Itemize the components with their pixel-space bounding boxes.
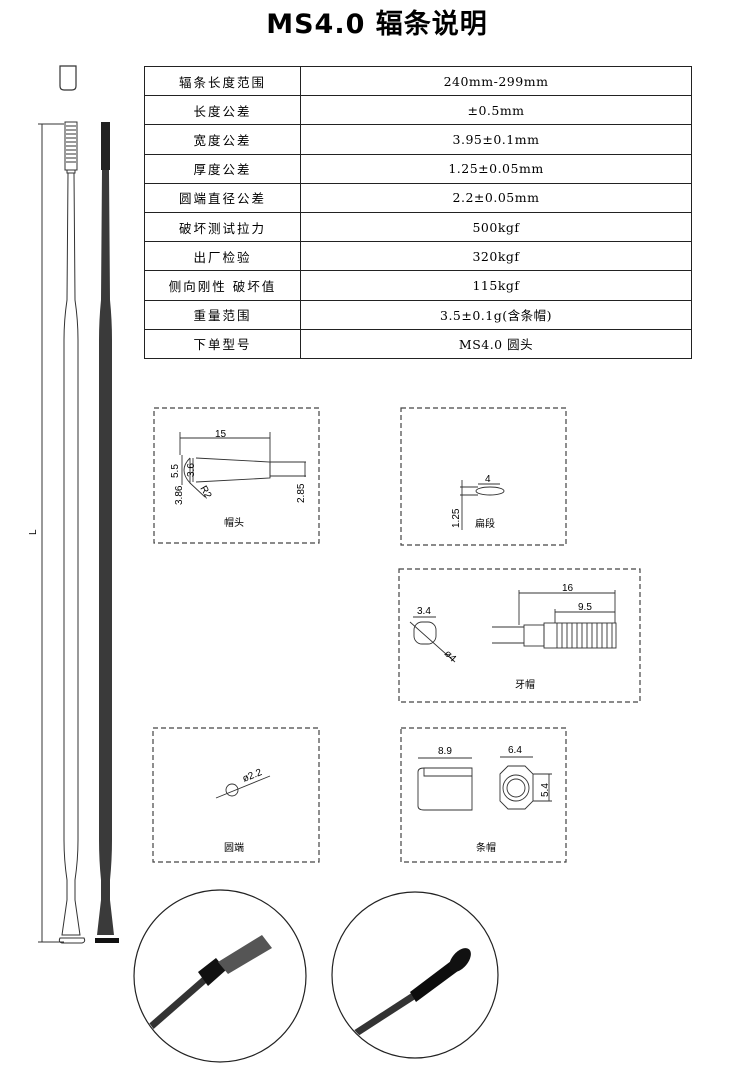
spec-label: 厚度公差	[144, 153, 301, 184]
dim-3-6: 3.6	[186, 463, 197, 477]
spec-label: 圆端直径公差	[144, 182, 301, 213]
spec-label: 下单型号	[144, 328, 301, 359]
head-end-photo	[331, 891, 499, 1059]
dim-phi4: ø4	[442, 648, 458, 664]
spec-value: 3.95±0.1mm	[300, 124, 692, 155]
dim-9-5: 9.5	[578, 602, 592, 613]
dim-5-5: 5.5	[170, 464, 181, 478]
thread-drawing	[409, 590, 617, 663]
spec-value: 2.2±0.05mm	[300, 182, 692, 213]
dim-2-85: 2.85	[296, 483, 307, 503]
dim-16: 16	[562, 583, 574, 594]
flat-detail-box	[400, 407, 567, 546]
spec-value: 115kgf	[300, 270, 692, 301]
nipple-drawing	[417, 756, 552, 811]
dim-5-4: 5.4	[540, 783, 551, 797]
head-caption: 帽头	[224, 516, 244, 529]
spec-label: 宽度公差	[144, 124, 301, 155]
spec-value: 3.5±0.1g(含条帽)	[300, 299, 692, 330]
dim-6-4: 6.4	[508, 745, 522, 756]
round-caption: 圆端	[224, 841, 244, 854]
dim-3-86: 3.86	[174, 485, 185, 505]
spec-label: 出厂检验	[144, 241, 301, 272]
spec-label: 破坏测试拉力	[144, 211, 301, 243]
spec-value: ±0.5mm	[300, 95, 692, 126]
dim-r2: R2	[197, 484, 213, 501]
dim-3-4: 3.4	[417, 606, 431, 617]
flat-caption: 扁段	[475, 517, 495, 530]
spec-value: 500kgf	[300, 211, 692, 243]
round-detail-box	[152, 727, 320, 863]
thread-end-photo	[133, 889, 307, 1063]
head-detail-box	[153, 407, 320, 544]
spec-label: 长度公差	[144, 95, 301, 126]
spec-label: 辐条长度范围	[144, 65, 301, 97]
dim-phi2-2: ø2.2	[241, 767, 264, 785]
dim-1-25: 1.25	[451, 508, 462, 528]
flat-drawing	[460, 480, 505, 530]
dim-15: 15	[215, 429, 227, 440]
spec-label: 重量范围	[144, 299, 301, 330]
length-label: L	[28, 529, 39, 535]
nipple-caption: 条帽	[476, 841, 496, 854]
spec-row: 长度公差±0.5mm	[144, 95, 692, 126]
spoke-black-drawing	[95, 122, 119, 943]
spec-value: 240mm-299mm	[300, 65, 692, 97]
spec-value: MS4.0 圆头	[300, 328, 692, 359]
spoke-nipple-icon	[59, 65, 77, 91]
nipple-detail-box	[400, 727, 567, 863]
dim-4: 4	[485, 474, 491, 485]
thread-detail-box	[398, 568, 641, 703]
round-drawing	[215, 775, 271, 799]
thread-caption: 牙帽	[515, 678, 535, 691]
head-drawing	[179, 432, 306, 498]
dim-8-9: 8.9	[438, 746, 452, 757]
page-title: MS4.0 辐条说明	[266, 9, 488, 40]
spoke-outline-drawing	[38, 121, 86, 944]
